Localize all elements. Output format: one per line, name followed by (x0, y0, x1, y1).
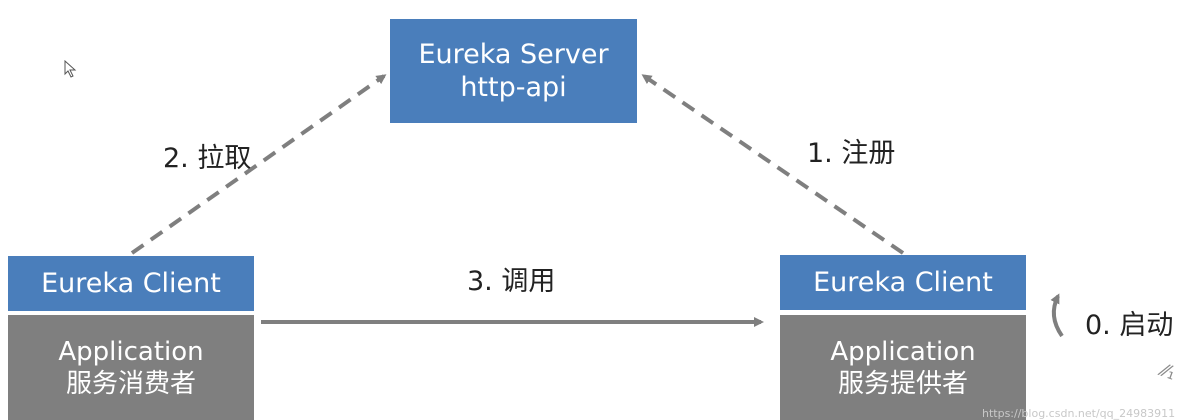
eureka-server-box: Eureka Server http-api (390, 19, 637, 123)
pull-arrow (130, 74, 387, 255)
start-label: 0. 启动 (1085, 310, 1174, 341)
provider-app-role: 服务提供者 (837, 368, 968, 399)
consumer-app-role: 服务消费者 (65, 368, 196, 399)
provider-client-label: Eureka Client (813, 267, 993, 298)
call-label: 3. 调用 (467, 266, 556, 297)
consumer-eureka-client-box: Eureka Client (8, 256, 254, 311)
register-arrow (641, 74, 905, 255)
provider-application-box: Application 服务提供者 (780, 315, 1026, 420)
consumer-client-label: Eureka Client (41, 268, 221, 299)
mouse-cursor-icon (64, 60, 77, 78)
server-subtitle: http-api (460, 72, 567, 103)
pull-label: 2. 拉取 (163, 143, 252, 174)
start-arrow (1050, 293, 1064, 338)
register-label: 1. 注册 (807, 138, 896, 169)
consumer-application-box: Application 服务消费者 (8, 315, 254, 420)
consumer-app-title: Application (58, 336, 204, 367)
watermark-text: https://blog.csdn.net/qq_24983911 (982, 407, 1176, 420)
provider-app-title: Application (830, 336, 976, 367)
server-title: Eureka Server (418, 39, 609, 70)
provider-eureka-client-box: Eureka Client (780, 255, 1026, 310)
